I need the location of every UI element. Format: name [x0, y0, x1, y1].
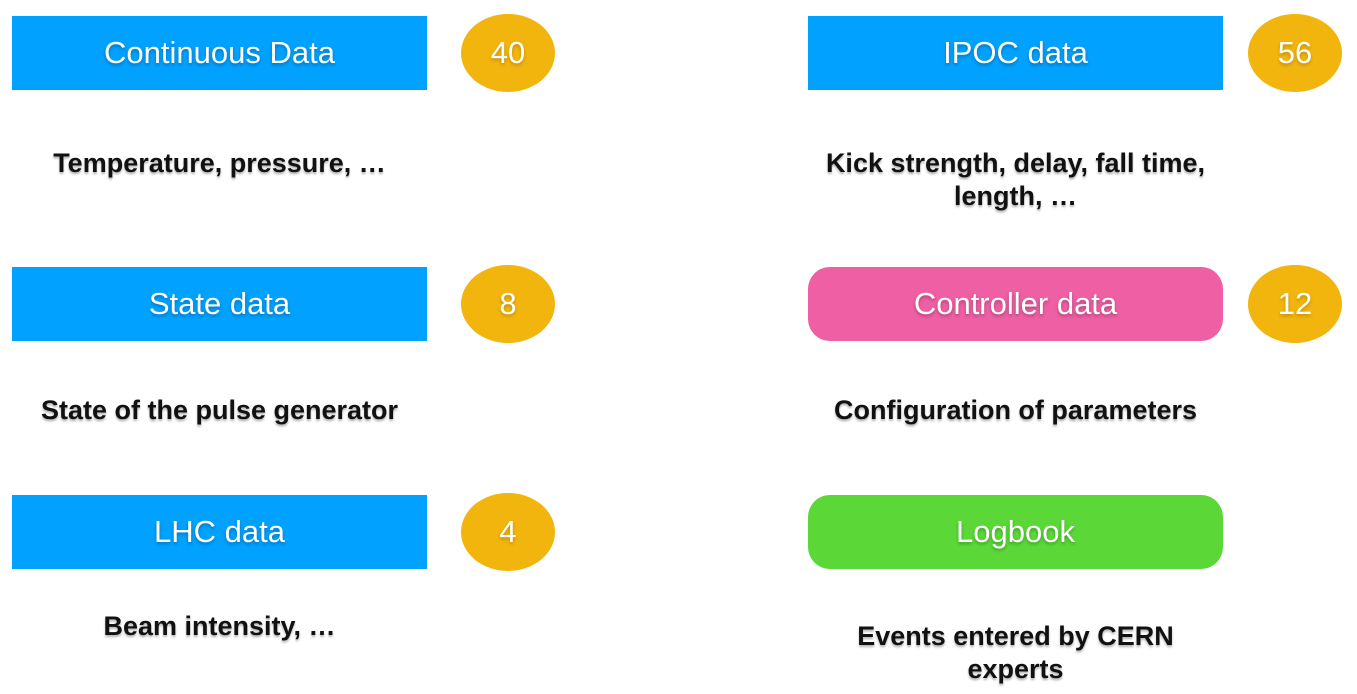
- state-data-count: 8: [499, 286, 517, 321]
- controller-data-count-badge: 12: [1248, 265, 1342, 343]
- logbook-description: Events entered by CERN experts: [857, 621, 1174, 684]
- controller-data-box: Controller data: [808, 267, 1223, 341]
- ipoc-data-box: IPOC data: [808, 16, 1223, 90]
- logbook-box: Logbook: [808, 495, 1223, 569]
- continuous-data-box: Continuous Data: [12, 16, 427, 90]
- ipoc-data-description: Kick strength, delay, fall time, length,…: [825, 148, 1206, 211]
- continuous-data-count: 40: [490, 35, 526, 70]
- state-data-box: State data: [12, 267, 427, 341]
- ipoc-data-count: 56: [1277, 35, 1313, 70]
- ipoc-data-count-badge: 56: [1248, 14, 1342, 92]
- logbook-label: Logbook: [956, 514, 1075, 549]
- lhc-data-box: LHC data: [12, 495, 427, 569]
- continuous-data-label: Continuous Data: [104, 35, 335, 70]
- lhc-data-count-badge: 4: [461, 493, 555, 571]
- controller-data-label: Controller data: [913, 286, 1118, 321]
- lhc-data-label: LHC data: [154, 514, 285, 549]
- continuous-data-count-badge: 40: [461, 14, 555, 92]
- lhc-data-count: 4: [499, 514, 517, 549]
- continuous-data-description: Temperature, pressure, …: [53, 148, 386, 178]
- controller-data-count: 12: [1277, 286, 1313, 321]
- lhc-data-description: Beam intensity, …: [103, 611, 336, 641]
- state-data-label: State data: [148, 286, 291, 321]
- controller-data-description: Configuration of parameters: [833, 395, 1198, 425]
- state-data-count-badge: 8: [461, 265, 555, 343]
- ipoc-data-label: IPOC data: [943, 35, 1088, 70]
- state-data-description: State of the pulse generator: [40, 395, 399, 425]
